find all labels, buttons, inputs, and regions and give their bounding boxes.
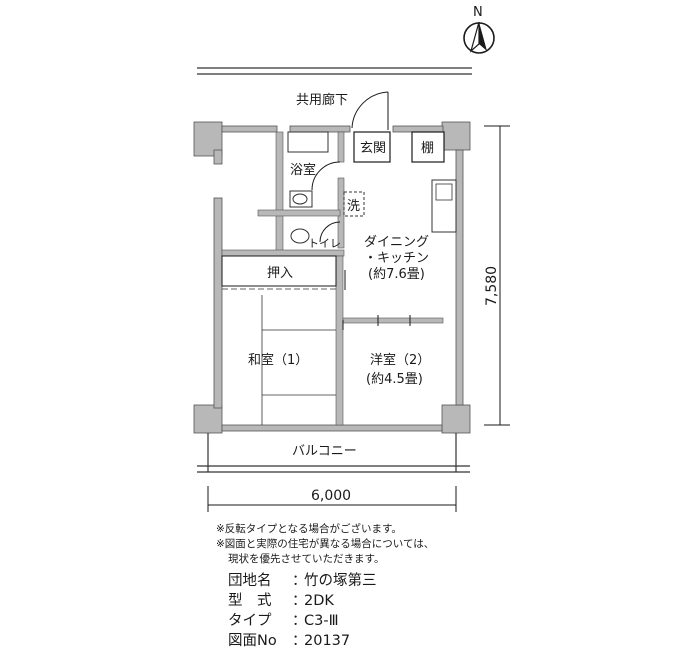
bath-label: 浴室 — [290, 162, 316, 178]
info-value: 20137 — [304, 633, 351, 649]
tatami-lines — [261, 295, 336, 425]
bathtub — [287, 131, 329, 153]
info-key: 団地名 — [228, 573, 272, 589]
corridor-label: 共用廊下 — [296, 92, 348, 108]
corridor-rails — [197, 67, 472, 75]
sliding-door-marks — [342, 270, 411, 330]
info-row-variant: タイプ：C3-Ⅲ — [228, 613, 339, 629]
property-info: 団地名：竹の塚第三 型 式：2DK タイプ：C3-Ⅲ 図面No：20137 — [228, 571, 377, 651]
shelf-label: 棚 — [421, 141, 434, 156]
north-compass: N — [463, 5, 495, 54]
kitchen-sink — [435, 183, 453, 201]
yoshitsu-label: 洋室（2） — [370, 352, 430, 368]
dk-label-line1: ダイニング — [364, 235, 429, 250]
shelf-box — [411, 131, 445, 163]
compass-label: N — [473, 5, 483, 20]
balcony-rails — [197, 433, 470, 473]
info-value: 2DK — [304, 593, 334, 609]
walls — [193, 121, 471, 434]
note-line-1: ※反転タイプとなる場合がございます。 — [216, 523, 402, 535]
entrance-box — [353, 131, 391, 163]
washing-machine-space — [343, 191, 365, 217]
closet — [221, 255, 337, 287]
notes: ※反転タイプとなる場合がございます。 ※図面と実際の住宅が異なる場合については、… — [216, 522, 434, 567]
closet-label: 押入 — [267, 266, 293, 281]
interior-walls — [221, 131, 444, 426]
dk-area-label: (約7.6畳) — [368, 267, 425, 282]
wash-label: 洗 — [347, 199, 360, 214]
entrance-label: 玄関 — [360, 141, 386, 156]
info-key: タイプ — [228, 613, 272, 629]
width-label: 6,000 — [311, 488, 351, 504]
info-value: C3-Ⅲ — [304, 613, 339, 629]
compass-needle-right — [479, 22, 487, 51]
toilet-label: トイレ — [308, 237, 341, 250]
entrance-door — [351, 91, 389, 130]
washitsu-label: 和室（1） — [248, 352, 308, 368]
toilet-door — [319, 221, 341, 243]
depth-label: 7,580 — [484, 266, 500, 306]
yoshitsu-area-label: (約4.5畳) — [366, 372, 423, 387]
toilet-fixture — [290, 228, 310, 244]
info-key: 型 式 — [228, 593, 272, 609]
bath-door — [311, 161, 341, 191]
width-dimension — [207, 486, 457, 512]
dk-label-line2: ・キッチン — [364, 251, 429, 266]
info-value: 竹の塚第三 — [304, 573, 377, 589]
depth-dimension — [484, 125, 510, 426]
info-row-complex: 団地名：竹の塚第三 — [228, 573, 377, 589]
note-line-3: 現状を優先させていただきます。 — [228, 553, 385, 565]
info-key: 図面No — [228, 633, 277, 649]
balcony-label: バルコニー — [292, 444, 357, 459]
info-row-drawing-no: 図面No：20137 — [228, 633, 351, 649]
note-line-2: ※図面と実際の住宅が異なる場合については、 — [216, 538, 435, 550]
info-row-type: 型 式：2DK — [228, 593, 334, 609]
